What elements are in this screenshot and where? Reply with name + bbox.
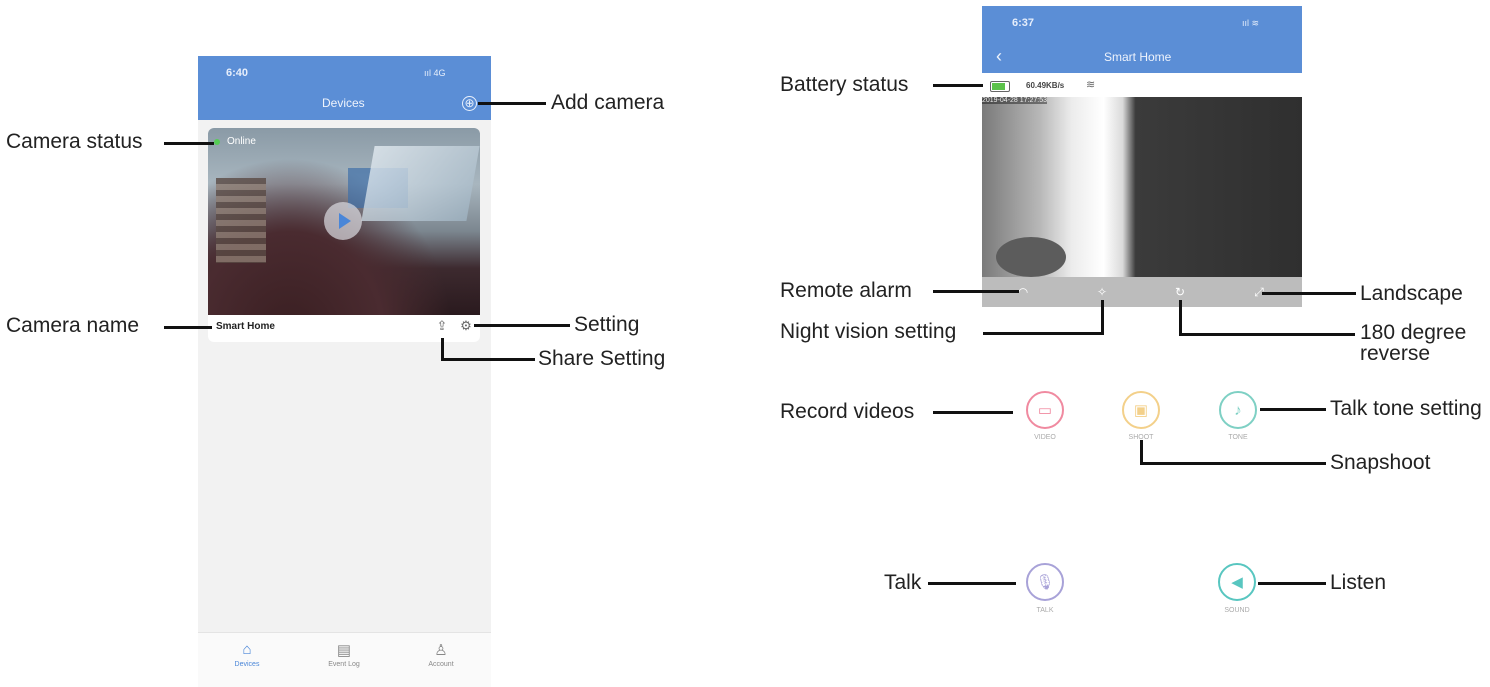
reverse-icon[interactable]: ↻ xyxy=(1174,285,1186,299)
callout-line xyxy=(983,332,1104,335)
callout-line xyxy=(1258,582,1326,585)
callout-listen: Listen xyxy=(1330,571,1387,594)
callout-line xyxy=(474,324,570,327)
night-vision-icon[interactable]: ✧ xyxy=(1096,285,1108,299)
share-icon[interactable]: ⇪ xyxy=(436,318,448,333)
callout-line xyxy=(928,582,1016,585)
gear-icon[interactable]: ⚙ xyxy=(460,318,472,333)
person-icon: ♙ xyxy=(434,642,448,659)
callout-line xyxy=(1140,440,1143,464)
callout-line xyxy=(933,290,1019,293)
tone-button[interactable]: ♪ xyxy=(1219,391,1257,429)
callout-battery-status: Battery status xyxy=(780,73,909,96)
stream-info-row: 60.49KB/s ≋ xyxy=(982,78,1302,96)
callout-line xyxy=(1262,292,1356,295)
callout-snapshoot: Snapshoot xyxy=(1330,451,1431,474)
home-icon: ⌂ xyxy=(242,641,252,658)
callout-180-reverse: 180 degree xyxy=(1360,321,1467,344)
callout-line xyxy=(164,142,214,145)
page-title: Devices xyxy=(322,96,365,110)
thumbnail-shelf xyxy=(216,178,266,263)
signal-icon: ııl ≋ xyxy=(1242,18,1260,28)
callout-line xyxy=(1179,300,1182,335)
video-control-bar: ◠ ✧ ↻ ⤢ xyxy=(982,277,1302,307)
callout-night-vision: Night vision setting xyxy=(780,320,957,343)
landscape-icon[interactable]: ⤢ xyxy=(1254,285,1264,299)
camera-card[interactable]: Online Smart Home ⇪ ⚙ xyxy=(208,128,480,342)
callout-line xyxy=(441,358,535,361)
status-time: 6:37 xyxy=(1012,17,1035,29)
add-camera-icon[interactable]: ⊕ xyxy=(462,96,477,111)
tab-label: Devices xyxy=(234,661,260,668)
thumbnail-window xyxy=(361,146,480,221)
camera-name: Smart Home xyxy=(216,321,275,332)
tab-event-log[interactable]: ▤ Event Log xyxy=(309,641,379,668)
live-view-screen: 6:37 ııl ≋ ‹ Smart Home 60.49KB/s ≋ 2019… xyxy=(982,6,1302,626)
sound-button[interactable]: ◀ xyxy=(1218,563,1256,601)
signal-icon: ııl 4G xyxy=(424,68,446,78)
tab-label: Event Log xyxy=(328,661,360,668)
callout-talk: Talk xyxy=(884,571,922,594)
bitrate: 60.49KB/s xyxy=(1026,81,1065,90)
callout-line xyxy=(933,84,983,87)
tab-devices[interactable]: ⌂ Devices xyxy=(212,641,282,668)
tab-label: Account xyxy=(428,661,454,668)
callout-line xyxy=(1140,462,1326,465)
header-bar: 6:37 ııl ≋ ‹ Smart Home xyxy=(982,6,1302,73)
callout-add-camera: Add camera xyxy=(551,91,665,114)
devices-screen: 6:40 ııl 4G Devices ⊕ Online Smart Home … xyxy=(198,56,491,687)
battery-icon xyxy=(990,81,1010,92)
callout-remote-alarm: Remote alarm xyxy=(780,279,912,302)
header-bar: 6:40 ııl 4G Devices ⊕ xyxy=(198,56,491,120)
talk-button[interactable]: 🎙 xyxy=(1026,563,1064,601)
video-object xyxy=(996,237,1066,277)
camera-status: Online xyxy=(227,136,256,147)
callout-camera-status: Camera status xyxy=(6,130,143,153)
wifi-icon: ≋ xyxy=(1086,79,1096,91)
log-icon: ▤ xyxy=(336,642,352,659)
callout-share-setting: Share Setting xyxy=(538,347,666,370)
callout-line xyxy=(164,326,212,329)
sound-label: SOUND xyxy=(1224,607,1250,614)
callout-line xyxy=(1101,300,1104,334)
play-icon[interactable] xyxy=(324,202,362,240)
talk-label: TALK xyxy=(1036,607,1054,614)
callout-landscape: Landscape xyxy=(1360,282,1463,305)
callout-setting: Setting xyxy=(574,313,640,336)
status-time: 6:40 xyxy=(226,67,249,79)
callout-line xyxy=(1260,408,1326,411)
callout-180-reverse-line2: reverse xyxy=(1360,342,1431,365)
snapshot-button[interactable]: ▣ xyxy=(1122,391,1160,429)
camera-thumbnail[interactable]: Online xyxy=(208,128,480,315)
callout-record-videos: Record videos xyxy=(780,400,915,423)
callout-line xyxy=(933,411,1013,414)
callout-line xyxy=(1179,333,1355,336)
snapshot-label: SHOOT xyxy=(1128,434,1154,441)
callout-camera-name: Camera name xyxy=(6,314,140,337)
tone-label: TONE xyxy=(1228,434,1248,441)
online-status-dot xyxy=(214,139,220,145)
tab-account[interactable]: ♙ Account xyxy=(406,641,476,668)
video-label: VIDEO xyxy=(1034,434,1056,441)
video-button[interactable]: ▭ xyxy=(1026,391,1064,429)
callout-line xyxy=(441,338,444,360)
page-title: Smart Home xyxy=(1104,50,1172,64)
video-timestamp: 2019-04-28 17:27:53 xyxy=(982,97,1047,104)
tab-bar: ⌂ Devices ▤ Event Log ♙ Account xyxy=(198,632,491,687)
callout-line xyxy=(478,102,546,105)
callout-talk-tone: Talk tone setting xyxy=(1330,397,1482,420)
live-video[interactable]: 2019-04-28 17:27:53 xyxy=(982,97,1302,277)
remote-alarm-icon[interactable]: ◠ xyxy=(1017,285,1029,299)
back-icon[interactable]: ‹ xyxy=(996,46,1002,66)
